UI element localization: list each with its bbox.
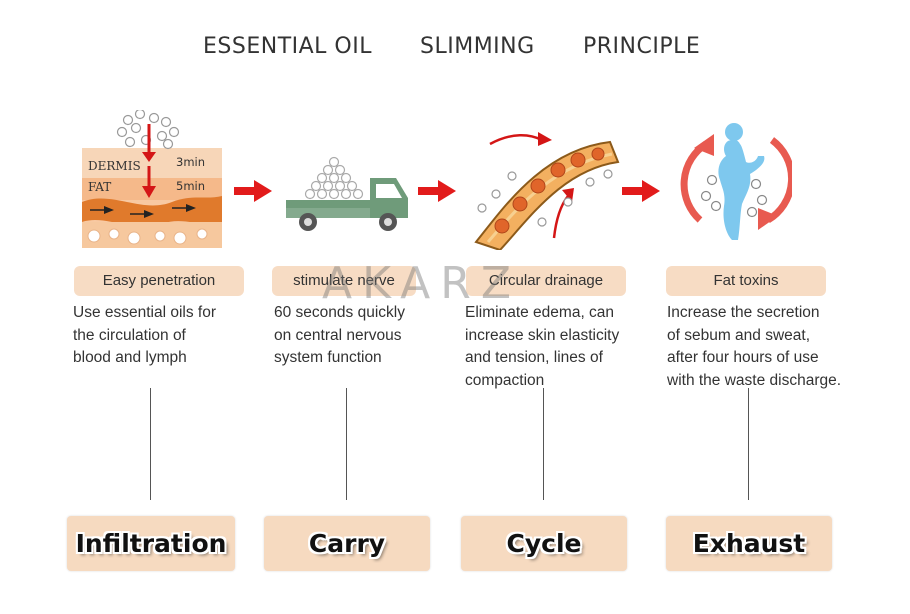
title-word-slimming: SLIMMING (420, 34, 535, 59)
red-arrow-icon (622, 180, 660, 202)
stage-label: Infiltration (75, 529, 227, 558)
time-5min-label: 5min (176, 179, 205, 193)
stage-box-carry: Carry (264, 516, 430, 571)
red-arrow-icon (234, 180, 272, 202)
dermis-label: DERMIS (88, 159, 141, 173)
watermark-text: AKARZ (322, 258, 521, 309)
desc-line: increase skin elasticity (465, 326, 620, 344)
blood-vessel-icon (474, 132, 620, 250)
step-label-stimulate-nerve: stimulate nerve (272, 266, 416, 296)
page-title: ESSENTIAL OIL SLIMMING PRINCIPLE (0, 34, 910, 64)
time-3min-label: 3min (176, 155, 205, 169)
step-description: Increase the secretion of sebum and swea… (667, 302, 841, 392)
desc-line: Eliminate edema, can (465, 304, 615, 321)
connector-line (543, 388, 544, 500)
desc-line: the circulation of (73, 326, 186, 344)
desc-line: of sebum and sweat, (667, 326, 811, 344)
desc-line: system function (274, 349, 382, 366)
stage-box-infiltration: Infiltration (67, 516, 235, 571)
step-label-fat-toxins: Fat toxins (666, 266, 826, 296)
desc-line: blood and lymph (73, 349, 187, 366)
body-cycle-icon (680, 123, 792, 240)
stage-label: Cycle (506, 529, 582, 558)
fat-label: FAT (88, 180, 111, 194)
stage-label: Carry (308, 529, 386, 558)
connector-line (150, 388, 151, 500)
step-description: Eliminate edema, can increase skin elast… (465, 302, 619, 392)
stage-label: Exhaust (692, 529, 806, 558)
desc-line: Use essential oils for (73, 304, 217, 321)
stage-box-cycle: Cycle (461, 516, 627, 571)
desc-line: on central nervous (274, 326, 402, 344)
truck-icon (286, 156, 408, 231)
connector-line (748, 388, 749, 500)
step-label-circular-drainage: Circular drainage (466, 266, 626, 296)
step-description: Use essential oils for the circulation o… (73, 302, 216, 370)
step-description: 60 seconds quickly on central nervous sy… (274, 302, 405, 370)
stage-box-exhaust: Exhaust (666, 516, 832, 571)
title-word-principle: PRINCIPLE (583, 34, 701, 59)
desc-line: 60 seconds quickly (274, 304, 405, 321)
step-label-easy-penetration: Easy penetration (74, 266, 244, 296)
title-word-essential-oil: ESSENTIAL OIL (203, 34, 372, 59)
skin-layers-icon: DERMIS FAT 3min 5min (82, 110, 222, 248)
desc-line: and tension, lines of (465, 349, 603, 366)
desc-line: after four hours of use (667, 349, 819, 366)
desc-line: with the waste discharge. (667, 371, 842, 389)
red-arrow-icon (418, 180, 456, 202)
desc-line: compaction (465, 371, 545, 389)
desc-line: Increase the secretion (667, 304, 820, 321)
connector-line (346, 388, 347, 500)
